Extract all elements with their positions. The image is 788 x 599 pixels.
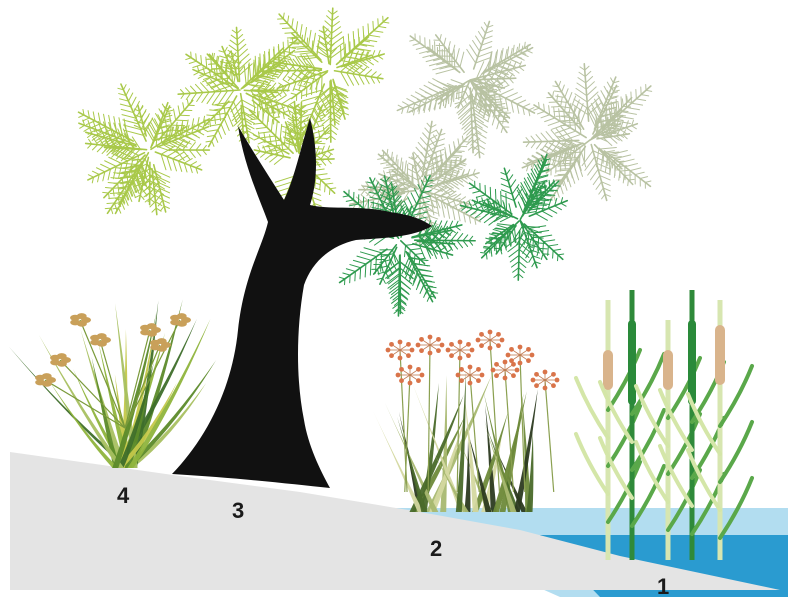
zone-label-2: 2: [430, 538, 442, 560]
sedge-plant-zone-4: [9, 299, 216, 468]
papyrus-clump-zone-2: [373, 330, 559, 512]
tree-canopy: [79, 8, 652, 316]
tree-trunk: [172, 118, 432, 488]
zone-label-3: 3: [232, 500, 244, 522]
zone-label-1: 1: [657, 576, 669, 598]
zone-label-4: 4: [117, 485, 129, 507]
